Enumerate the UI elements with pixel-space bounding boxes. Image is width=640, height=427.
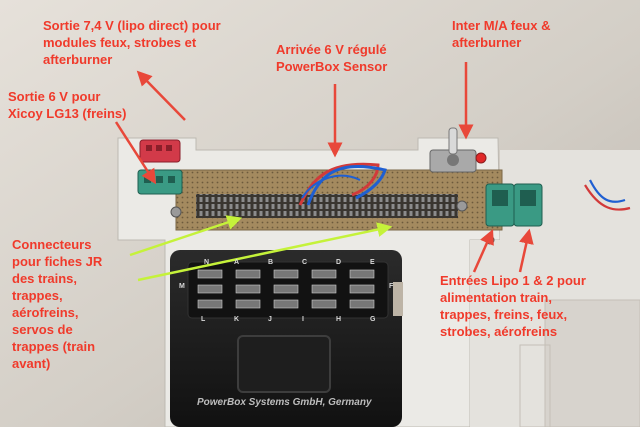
annotation-line: alimentation train,: [440, 290, 552, 305]
powerbox-pin-slot: [235, 284, 261, 294]
annotation-arrivee-6v: Arrivée 6 V régulé PowerBox Sensor: [276, 41, 387, 75]
connector-letter: D: [336, 259, 342, 266]
arrow-sortie-6v: [114, 121, 157, 185]
powerbox-pin-slot: [197, 299, 223, 309]
red-connector-pin: [146, 145, 152, 151]
arrow-sortie-74: [136, 70, 186, 121]
plate-cutout-2: [519, 344, 551, 427]
connector-letter: M: [179, 283, 185, 290]
powerbox-pin-slot: [235, 269, 261, 279]
powerbox-pin-slot: [235, 299, 261, 309]
wire-blue-twist: [301, 174, 361, 199]
powerbox-display-window: [237, 335, 331, 393]
annotation-line: trappes, freins, feux,: [440, 307, 568, 322]
powerbox-pin-slot: [273, 269, 299, 279]
green-connector-pin: [168, 176, 175, 183]
wire-blue-input: [306, 164, 387, 206]
connector-letter: K: [234, 316, 240, 323]
annotation-line: Inter M/A feux &: [452, 18, 551, 33]
annotation-line: des trains,: [12, 271, 78, 286]
powerbox-pin-slot: [273, 284, 299, 294]
annotation-sortie-74: Sortie 7,4 V (lipo direct) pour modules …: [43, 17, 221, 68]
connector-letter: L: [201, 316, 206, 323]
connector-letter: H: [336, 316, 342, 323]
annotation-line: servos de: [12, 322, 73, 337]
powerbox-pin-slot: [197, 269, 223, 279]
toggle-lever: [448, 127, 458, 155]
powerbox-brand-label: PowerBox Systems GmbH, Germany: [197, 397, 372, 408]
annotation-line: Connecteurs: [12, 237, 92, 252]
powerbox-pin-slot: [197, 284, 223, 294]
annotation-line: modules feux, strobes et: [43, 35, 197, 50]
arrow-entree-lipo-2: [518, 228, 534, 273]
red-connector-pin: [166, 145, 172, 151]
annotation-line: afterburner: [43, 52, 113, 67]
annotation-line: PowerBox Sensor: [276, 59, 388, 74]
powerbox-pin-grid: [197, 269, 375, 309]
annotation-line: Arrivée 6 V régulé: [276, 42, 387, 57]
side-ribbon: [393, 282, 403, 316]
annotation-line: Sortie 6 V pour: [8, 89, 101, 104]
annotation-line: trappes (train: [12, 339, 96, 354]
powerbox-pin-slot: [349, 299, 375, 309]
plate-cutout: [544, 299, 640, 427]
annotation-connecteurs: Connecteurs pour fiches JR des trains, t…: [12, 236, 102, 372]
pin-header-strip: [196, 194, 458, 218]
connector-letter: C: [302, 259, 308, 266]
connector-letter: A: [234, 259, 240, 266]
screw-left: [170, 206, 182, 218]
connector-letter: B: [268, 259, 274, 266]
annotation-line: strobes, aérofreins: [440, 324, 558, 339]
connector-letter: N: [204, 259, 210, 266]
toggle-nut: [447, 154, 459, 166]
green-connector-socket: [492, 190, 508, 206]
red-led: [475, 152, 487, 164]
wire-blue-right: [589, 179, 626, 203]
annotation-line: aérofreins,: [12, 305, 79, 320]
connector-letter: G: [370, 316, 376, 323]
arrow-connecteurs-1: [129, 215, 243, 257]
connector-letter: J: [268, 316, 272, 323]
green-connector-socket: [520, 190, 536, 206]
powerbox-pin-slot: [311, 269, 337, 279]
annotation-line: Entrées Lipo 1 & 2 pour: [440, 273, 586, 288]
arrow-connecteurs-2: [137, 222, 393, 282]
connector-letter: F: [389, 283, 394, 290]
connector-letter: I: [302, 316, 304, 323]
annotation-inter-ma: Inter M/A feux & afterburner: [452, 17, 550, 51]
red-connector-pin: [156, 145, 162, 151]
annotation-sortie-6v: Sortie 6 V pour Xicoy LG13 (freins): [8, 88, 126, 122]
wire-red-right: [584, 184, 631, 211]
annotation-line: pour fiches JR: [12, 254, 103, 269]
arrow-entree-lipo-1: [472, 229, 494, 273]
annotation-entrees-lipo: Entrées Lipo 1 & 2 pour alimentation tra…: [440, 272, 586, 340]
annotation-line: avant): [12, 356, 51, 371]
powerbox-pin-slot: [349, 269, 375, 279]
screw-right: [456, 200, 468, 212]
powerbox-pin-slot: [311, 284, 337, 294]
powerbox-pin-slot: [311, 299, 337, 309]
annotation-line: Xicoy LG13 (freins): [8, 106, 127, 121]
powerbox-pin-slot: [273, 299, 299, 309]
green-connector-pin: [156, 176, 163, 183]
annotation-line: afterburner: [452, 35, 522, 50]
connector-letter: E: [370, 259, 375, 266]
annotation-line: trappes,: [12, 288, 63, 303]
annotation-line: Sortie 7,4 V (lipo direct) pour: [43, 18, 221, 33]
powerbox-pin-slot: [349, 284, 375, 294]
